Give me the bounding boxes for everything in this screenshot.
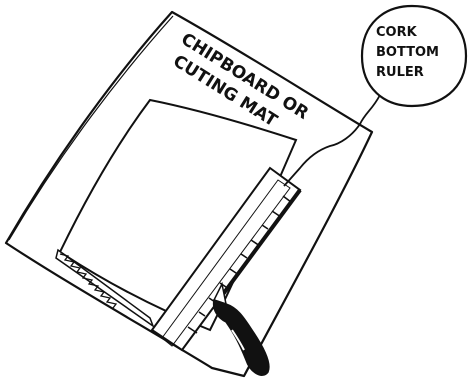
- craft-knife: [214, 284, 269, 375]
- callout-line-1: CORK: [376, 25, 418, 40]
- callout-line-2: BOTTOM: [376, 45, 439, 60]
- callout-line-3: RULER: [376, 65, 424, 80]
